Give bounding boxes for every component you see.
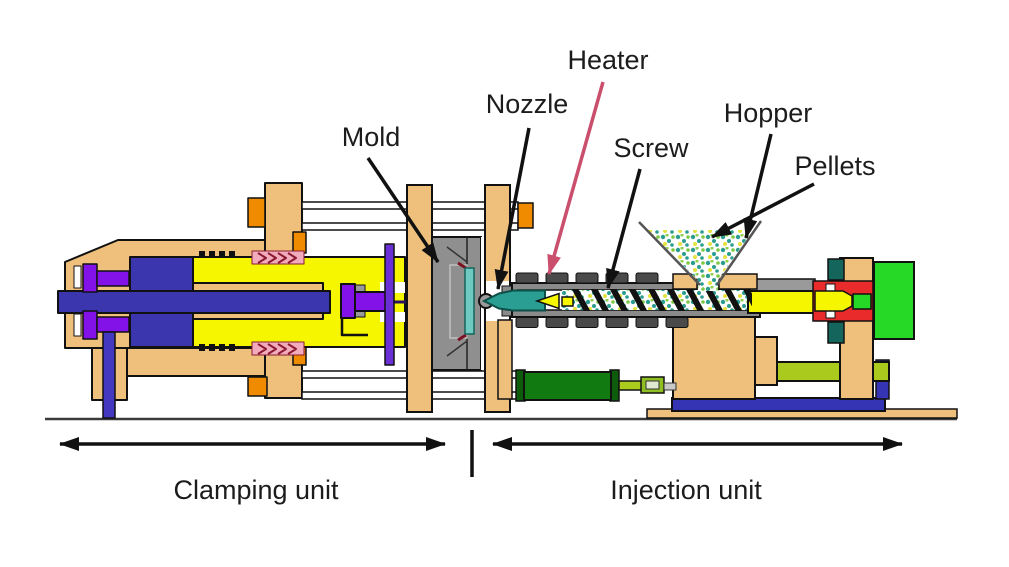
nozzle-label: Nozzle (486, 89, 569, 119)
label-screw: Screw (606, 133, 689, 289)
label-hopper: Hopper (724, 98, 813, 239)
screw-flights (571, 289, 752, 311)
heater-arrow (547, 81, 605, 275)
injection-unit-assembly (497, 257, 958, 419)
injection-unit-label: Injection unit (610, 475, 762, 505)
screw-tip (534, 292, 560, 310)
ejector-post (384, 243, 395, 366)
label-mold: Mold (342, 122, 440, 263)
motor-box (873, 261, 915, 340)
barrel-assembly (481, 272, 816, 328)
heater-bands-top (515, 272, 659, 284)
label-nozzle: Nozzle (486, 89, 569, 290)
heater-label: Heater (567, 45, 648, 75)
end-cap-bolts (73, 263, 130, 340)
nozzle-arrow (494, 127, 531, 290)
clamping-unit-assembly (57, 182, 466, 419)
mold-label: Mold (342, 122, 401, 152)
rear-support-pillar (839, 257, 874, 400)
pellets-label: Pellets (794, 151, 875, 181)
molded-part (464, 267, 475, 335)
pellets-fill (648, 230, 753, 283)
hopper-arrow (743, 133, 773, 239)
annotations: Mold Nozzle Heater Screw Hopper Pellets … (59, 45, 903, 505)
mold-arrow (366, 157, 440, 263)
label-pellets: Pellets (711, 151, 876, 239)
pellets-arrow (711, 182, 815, 239)
screw-shaft (747, 290, 816, 314)
injection-cylinder (515, 369, 677, 402)
clamp-ram-rod (57, 290, 331, 314)
screw-arrow (606, 168, 642, 289)
rod-coupler-purple (340, 283, 388, 319)
screw-label: Screw (613, 133, 689, 163)
label-heater: Heater (547, 45, 649, 275)
clamping-unit-label: Clamping unit (173, 475, 339, 505)
seal-dashes (199, 251, 235, 351)
screw-coupling (812, 280, 874, 322)
base-blue (671, 397, 886, 412)
coil-seals (251, 250, 305, 356)
unit-extents: Clamping unit Injection unit (59, 430, 903, 505)
drop-rod (102, 331, 116, 419)
heater-bands-bottom (515, 317, 689, 328)
hopper-label: Hopper (724, 98, 813, 128)
